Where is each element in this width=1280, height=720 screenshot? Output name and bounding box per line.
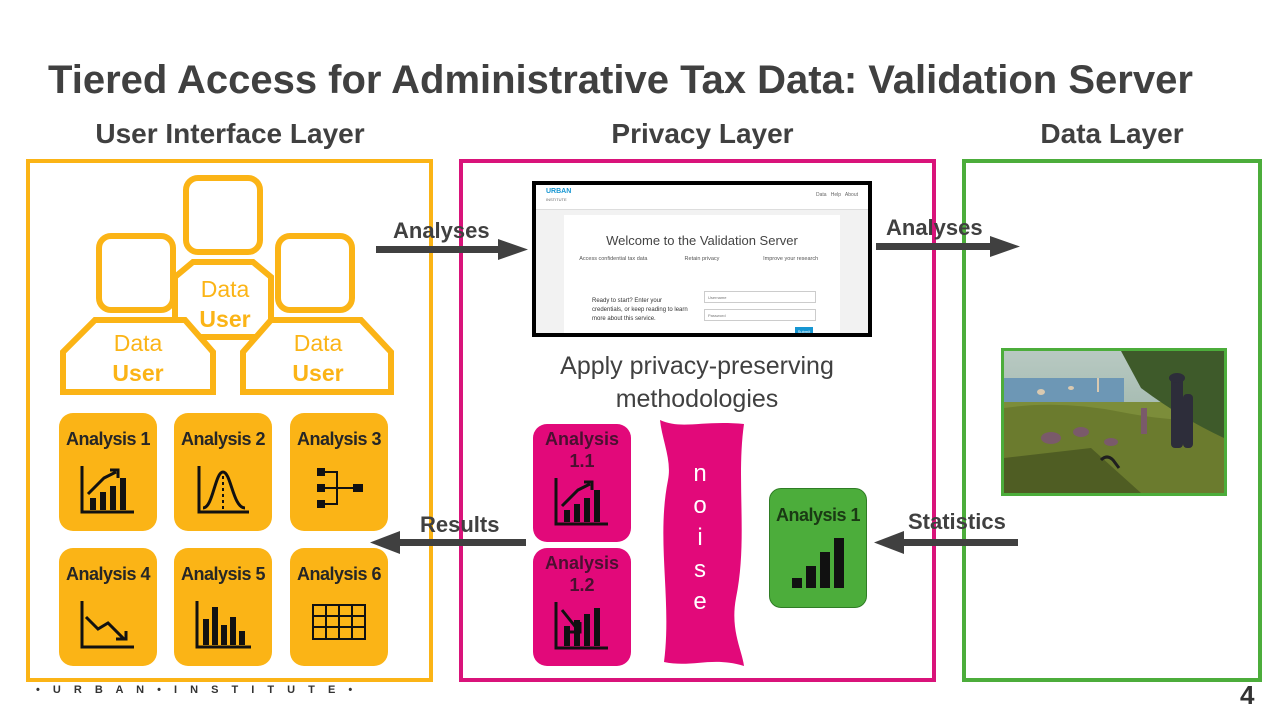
nav-about-link[interactable]: About bbox=[844, 192, 858, 198]
page-number: 4 bbox=[1240, 680, 1255, 710]
line-chart-down-icon bbox=[80, 601, 134, 649]
nav-help-link[interactable]: Help bbox=[830, 192, 842, 198]
bar-chart-down-icon bbox=[554, 602, 608, 650]
analyses-out-label: Analyses bbox=[886, 215, 983, 240]
screenshot-heading: Welcome to the Validation Server bbox=[606, 233, 798, 248]
statistics-label: Statistics bbox=[908, 509, 1006, 534]
analysis-tile-4: Analysis 4 bbox=[59, 548, 157, 666]
username-input[interactable] bbox=[704, 291, 816, 303]
urban-logo: URBAN bbox=[546, 188, 572, 195]
data-layer-heading: Data Layer bbox=[1040, 118, 1184, 149]
histogram-icon bbox=[195, 601, 251, 649]
analysis-tile-5: Analysis 5 bbox=[174, 548, 272, 666]
password-input[interactable] bbox=[704, 309, 816, 321]
privacy-layer-panel bbox=[459, 159, 936, 682]
bell-curve-icon bbox=[197, 466, 249, 514]
privacy-layer-heading: Privacy Layer bbox=[611, 118, 794, 149]
results-label: Results bbox=[420, 512, 500, 537]
analysis-tile-6: Analysis 6 bbox=[290, 548, 388, 666]
nav-data-link[interactable]: Data bbox=[815, 192, 827, 198]
noise-banner bbox=[660, 420, 744, 666]
painting-image bbox=[1001, 348, 1227, 496]
data-layer-panel bbox=[962, 159, 1262, 682]
green-analysis-tile: Analysis 1 bbox=[769, 488, 867, 608]
analysis-tile-1: Analysis 1 bbox=[59, 413, 157, 531]
validation-server-screenshot: URBAN INSTITUTE Data Help About Welcome … bbox=[532, 181, 872, 337]
bar-chart-up-icon bbox=[554, 478, 608, 526]
data-users-graphic bbox=[60, 175, 394, 395]
signal-bars-icon bbox=[792, 538, 844, 588]
analysis-tile-3: Analysis 3 bbox=[290, 413, 388, 531]
flow-diagram-icon bbox=[317, 468, 363, 508]
submit-button[interactable]: Submit bbox=[795, 327, 813, 333]
bar-chart-up-icon bbox=[80, 466, 134, 514]
urban-institute-logo: • U R B A N • I N S T I T U T E • bbox=[36, 684, 358, 696]
privacy-methodology-text: Apply privacy-preserving methodologies bbox=[560, 352, 834, 413]
analysis-tile-2: Analysis 2 bbox=[174, 413, 272, 531]
table-grid-icon bbox=[312, 604, 366, 640]
ui-layer-panel bbox=[26, 159, 433, 682]
analyses-in-label: Analyses bbox=[393, 218, 490, 243]
ui-layer-heading: User Interface Layer bbox=[95, 118, 365, 149]
page-title: Tiered Access for Administrative Tax Dat… bbox=[48, 58, 1193, 102]
